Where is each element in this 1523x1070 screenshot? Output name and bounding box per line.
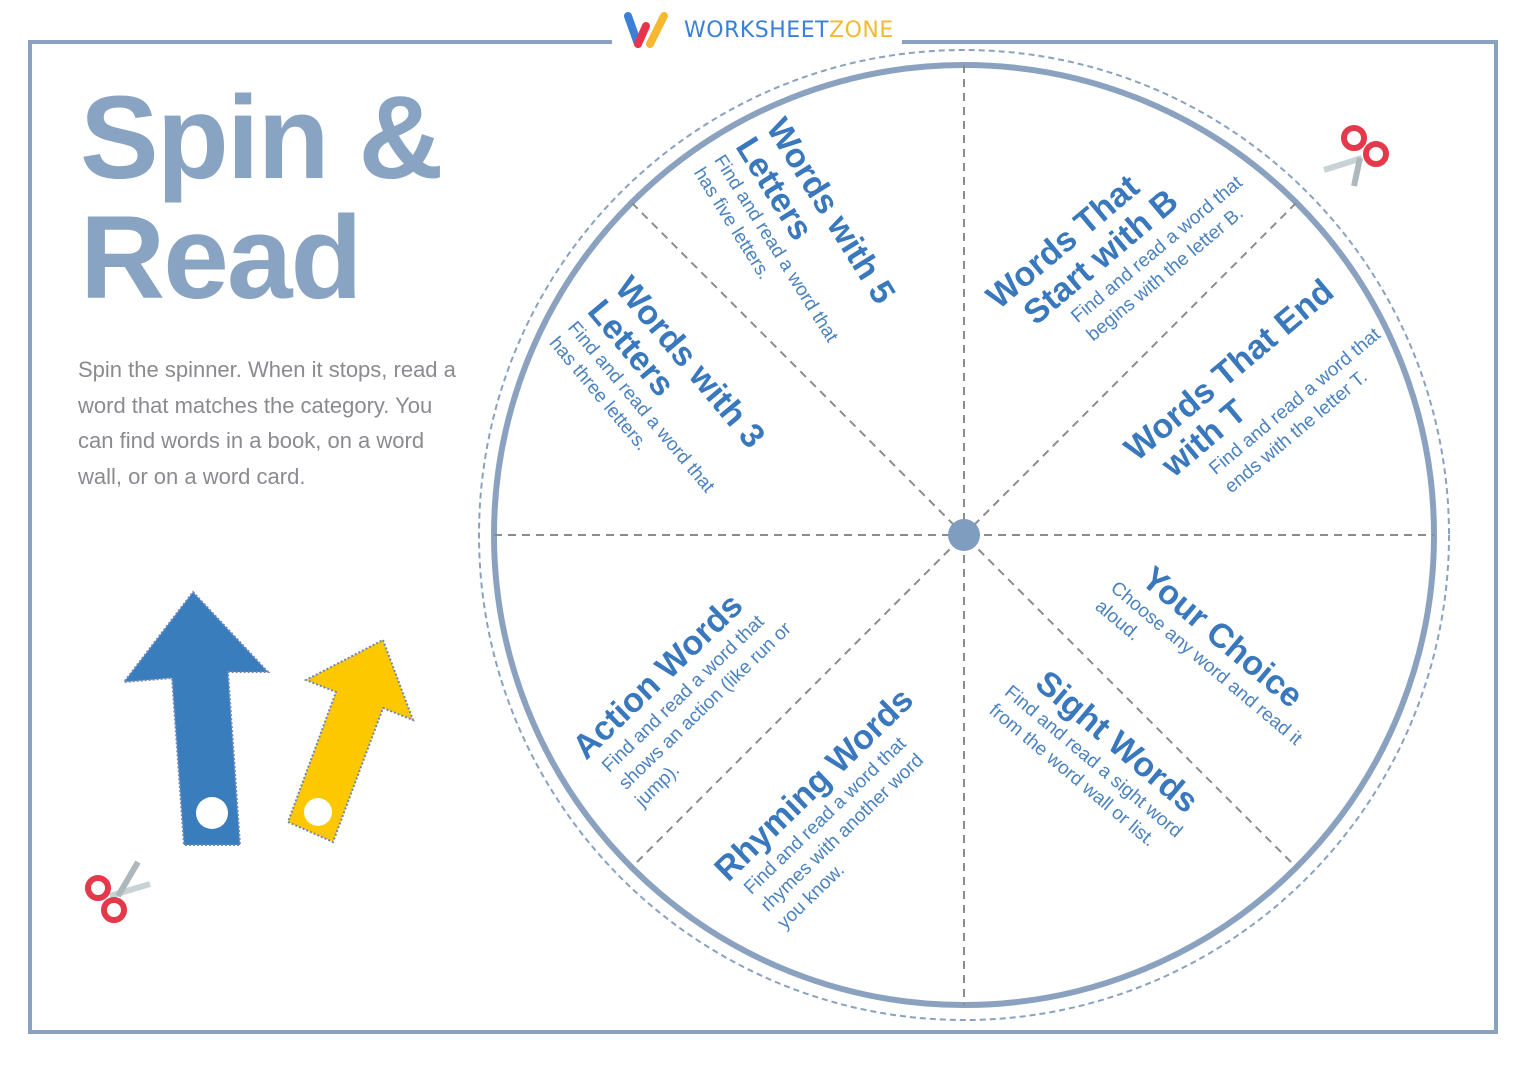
brand-logo: WORKSHEETZONE: [612, 10, 902, 50]
title-line-1: Spin &: [80, 72, 444, 204]
worksheetzone-logo-icon: [624, 12, 668, 48]
scissors-icon: [1323, 125, 1389, 187]
spinner-arrows: [121, 590, 415, 846]
brand-name-part1: WORKSHEET: [684, 17, 830, 43]
instructions-text: Spin the spinner. When it stops, read a …: [78, 357, 456, 489]
blue-arrow-icon: [121, 590, 271, 846]
scissors-icon: [85, 860, 151, 923]
spinner-center-pivot: [948, 519, 980, 551]
page-title: Spin & Read: [80, 72, 444, 324]
yellow-arrow-icon: [286, 638, 415, 844]
brand-name-part2: ZONE: [829, 17, 894, 43]
title-line-2: Read: [80, 192, 363, 324]
